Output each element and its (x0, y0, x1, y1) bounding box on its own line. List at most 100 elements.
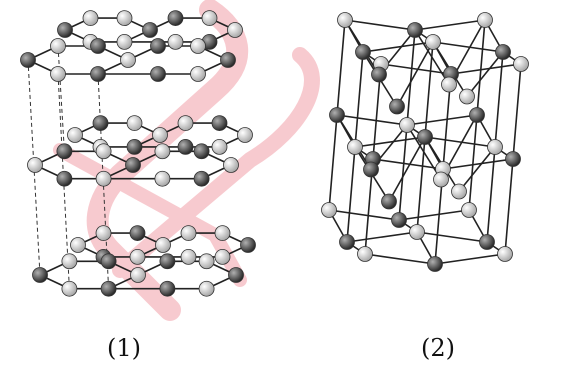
atom-light (50, 66, 66, 82)
atom-light (461, 202, 477, 218)
atom-dark (391, 212, 407, 228)
atom-light (95, 225, 112, 242)
atom-light (198, 280, 215, 297)
atom-light (198, 253, 215, 270)
bond (406, 29, 416, 126)
atom-light (227, 22, 243, 38)
atom-light (116, 34, 133, 50)
atom-light (154, 143, 171, 160)
atom-light (214, 225, 231, 242)
atom-dark (240, 237, 256, 253)
atom-light (357, 246, 373, 262)
atom-dark (407, 22, 423, 38)
graphite-structure (20, 10, 256, 297)
bond (328, 209, 400, 221)
atom-dark (90, 38, 106, 54)
bond (476, 19, 486, 116)
bond (328, 114, 338, 211)
atom-light (497, 246, 513, 262)
atom-dark (56, 143, 73, 160)
atom-light (487, 139, 503, 155)
atom-dark (150, 66, 166, 82)
atom-light (70, 237, 86, 253)
atom-light (120, 52, 136, 68)
atom-light (116, 10, 133, 27)
atom-dark (339, 234, 355, 250)
bond (458, 146, 496, 193)
bond (380, 63, 452, 75)
atom-light (167, 34, 184, 50)
atom-light (126, 115, 143, 131)
atom-dark (159, 280, 176, 297)
structure-2-label: (2) (421, 334, 455, 362)
atom-light (154, 170, 171, 187)
atom-light (130, 267, 146, 283)
atom-dark (167, 10, 184, 27)
bond (346, 146, 356, 243)
bond (442, 158, 514, 170)
atom-light (214, 248, 231, 265)
bond (486, 146, 496, 243)
bond (466, 51, 504, 98)
atom-dark (495, 44, 511, 60)
atom-dark (56, 170, 73, 187)
atom-dark (20, 52, 36, 68)
bond (336, 114, 408, 126)
atom-light (433, 171, 449, 188)
atom-light (61, 253, 78, 270)
atom-light (223, 157, 239, 173)
atom-dark (427, 256, 443, 272)
atom-light (180, 225, 197, 242)
structure-1-label: (1) (107, 334, 141, 362)
atom-light (321, 202, 337, 218)
bond (434, 253, 506, 265)
atom-dark (389, 98, 405, 115)
atom-dark (57, 22, 73, 38)
atom-light (459, 88, 475, 105)
bond (354, 136, 426, 148)
atom-dark (363, 161, 379, 178)
atom-dark (220, 52, 236, 68)
atom-light (237, 127, 253, 143)
atom-dark (177, 138, 194, 155)
atom-light (152, 127, 168, 143)
atom-light (61, 280, 78, 297)
atom-dark (159, 253, 176, 270)
atom-light (347, 139, 363, 155)
atom-dark (193, 143, 210, 160)
bond (406, 114, 478, 126)
atom-light (190, 38, 206, 54)
atom-dark (505, 151, 521, 167)
atom-dark (193, 170, 210, 187)
atom-dark (479, 234, 495, 250)
atom-light (513, 56, 529, 72)
atom-light (129, 248, 146, 265)
atom-light (27, 157, 43, 173)
watermark (53, 0, 320, 321)
bond (362, 41, 434, 53)
atom-dark (90, 66, 106, 82)
atom-dark (142, 22, 158, 38)
atom-light (180, 248, 197, 265)
bond (512, 63, 522, 160)
bond (372, 158, 444, 170)
diamond-structure (321, 12, 529, 272)
atom-light (82, 10, 99, 27)
atom-light (190, 66, 206, 82)
bond (364, 253, 436, 265)
atom-dark (125, 157, 141, 173)
atom-dark (381, 193, 397, 210)
bond (424, 136, 496, 148)
bond (336, 19, 346, 116)
bond (494, 51, 504, 148)
atom-light (95, 143, 112, 160)
bond (450, 63, 522, 75)
bond (388, 136, 426, 202)
atom-dark (211, 115, 228, 131)
bond (346, 231, 418, 243)
atom-light (67, 127, 83, 143)
atom-light (451, 183, 467, 200)
atom-dark (150, 38, 166, 54)
atom-light (441, 76, 457, 93)
